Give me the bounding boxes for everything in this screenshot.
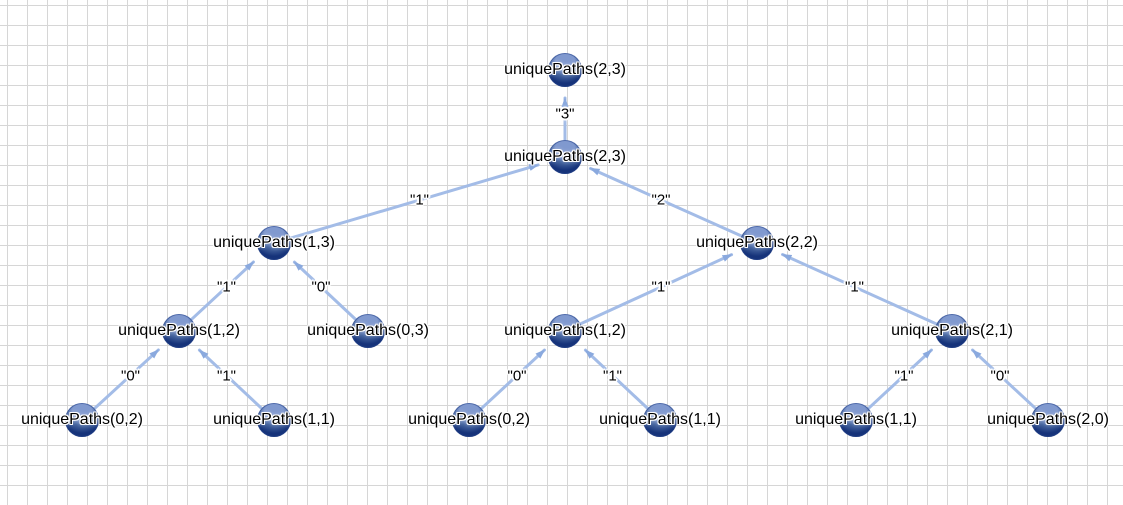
node-circle-icon bbox=[351, 314, 385, 348]
edge-return-value-label: "1" bbox=[217, 367, 236, 384]
edge-return-value-label: "3" bbox=[555, 105, 575, 122]
node-circle-icon bbox=[257, 226, 291, 260]
node-circle-icon bbox=[839, 403, 873, 437]
node-circle-icon bbox=[65, 403, 99, 437]
node-label: uniquePaths(2,3) bbox=[504, 148, 626, 165]
return-edge bbox=[589, 166, 743, 238]
edge-return-value-label: "0" bbox=[990, 367, 1010, 384]
node-circle-icon bbox=[935, 314, 969, 348]
node-circle-icon bbox=[740, 226, 774, 260]
return-edge bbox=[189, 260, 255, 321]
node-label: uniquePaths(1,3) bbox=[213, 234, 335, 251]
return-edge bbox=[292, 260, 358, 321]
edge-return-value-label: "1" bbox=[845, 278, 864, 296]
edge-return-value-label: "1" bbox=[651, 278, 671, 296]
edge-return-value-label: "2" bbox=[651, 191, 671, 209]
edge-return-value-label: "0" bbox=[507, 367, 527, 384]
return-edge bbox=[781, 253, 939, 326]
node-label: uniquePaths(2,3) bbox=[504, 61, 626, 78]
node-label: uniquePaths(1,1) bbox=[599, 411, 721, 428]
return-edge bbox=[866, 348, 933, 410]
return-edge bbox=[197, 348, 264, 410]
edge-return-value-label: "0" bbox=[121, 367, 140, 384]
node-label: uniquePaths(2,0) bbox=[987, 411, 1109, 428]
node-label: uniquePaths(0,2) bbox=[21, 411, 143, 428]
return-edge bbox=[583, 348, 650, 410]
node-label: uniquePaths(1,2) bbox=[118, 322, 240, 339]
return-edge bbox=[971, 348, 1038, 410]
node-label: uniquePaths(2,1) bbox=[891, 322, 1013, 339]
edge-return-value-label: "1" bbox=[217, 278, 236, 296]
node-label: uniquePaths(0,2) bbox=[408, 411, 530, 428]
node-circle-icon bbox=[643, 403, 677, 437]
node-circle-icon bbox=[548, 140, 582, 174]
edge-return-value-label: "1" bbox=[410, 191, 429, 209]
node-circle-icon bbox=[162, 314, 196, 348]
edge-return-value-label: "0" bbox=[311, 278, 331, 296]
node-label: uniquePaths(0,3) bbox=[307, 322, 429, 339]
edge-return-value-label: "1" bbox=[603, 367, 622, 384]
return-edge bbox=[288, 163, 540, 240]
node-circle-icon bbox=[1031, 403, 1065, 437]
return-edge bbox=[93, 348, 160, 411]
node-label: uniquePaths(2,2) bbox=[696, 234, 818, 251]
node-label: uniquePaths(1,1) bbox=[795, 411, 917, 428]
node-label: uniquePaths(1,2) bbox=[504, 322, 626, 339]
return-edge bbox=[578, 253, 734, 326]
node-circle-icon bbox=[452, 403, 486, 437]
node-circle-icon bbox=[548, 314, 582, 348]
node-label: uniquePaths(1,1) bbox=[213, 411, 335, 428]
edge-return-value-label: "1" bbox=[894, 367, 914, 384]
node-circle-icon bbox=[257, 403, 291, 437]
return-edge bbox=[479, 348, 546, 410]
node-circle-icon bbox=[548, 53, 582, 87]
